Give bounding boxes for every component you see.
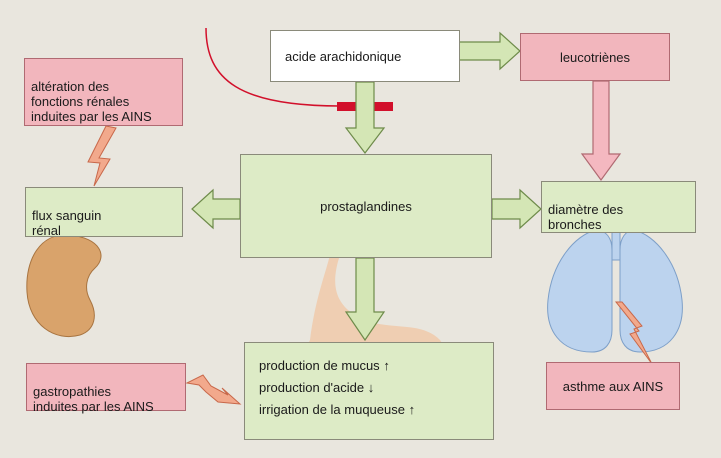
node-label: asthme aux AINS <box>562 378 664 394</box>
node-diametre-bronches: diamètre des bronches <box>541 181 696 233</box>
effect-label: production d'acide <box>259 380 365 395</box>
node-label: altération des fonctions rénales induite… <box>31 79 152 124</box>
node-prostaglandines: prostaglandines <box>240 154 492 258</box>
lightning-icon <box>185 374 242 405</box>
effect-item: production de mucus ↑ <box>259 355 479 377</box>
arrow-acid-to-leuco <box>457 31 521 71</box>
node-label: flux sanguin rénal <box>32 208 102 238</box>
node-label: gastropathies induites par les AINS <box>33 384 154 414</box>
effect-label: irrigation de la muqueuse <box>259 402 405 417</box>
arrow-acid-to-prosta <box>344 81 386 154</box>
node-acide-arachidonique: acide arachidonique <box>270 30 460 82</box>
node-effets-gastriques: production de mucus ↑ production d'acide… <box>244 342 494 440</box>
arrow-prosta-to-bronches <box>491 188 542 230</box>
node-label: diamètre des bronches <box>548 202 624 232</box>
effect-item: irrigation de la muqueuse ↑ <box>259 399 479 421</box>
node-asthme: asthme aux AINS <box>546 362 680 410</box>
arrow-up-icon: ↑ <box>408 402 416 417</box>
node-alteration-renale: altération des fonctions rénales induite… <box>24 58 183 126</box>
arrow-down-icon: ↓ <box>367 380 375 395</box>
arrow-prosta-to-effects <box>344 257 386 342</box>
arrow-leuco-to-bronches <box>580 80 622 182</box>
lightning-icon <box>87 125 117 187</box>
node-label: leucotriènes <box>559 49 631 65</box>
node-flux-sanguin: flux sanguin rénal <box>25 187 183 238</box>
arrow-up-icon: ↑ <box>383 358 390 373</box>
node-label: prostaglandines <box>320 198 412 214</box>
arrow-prosta-to-flux <box>191 188 241 230</box>
kidney-icon <box>26 234 102 337</box>
node-gastropathies: gastropathies induites par les AINS <box>26 363 186 414</box>
effect-item: production d'acide ↓ <box>259 377 479 399</box>
lightning-icon <box>614 301 653 365</box>
node-leucotrienes: leucotriènes <box>520 33 670 81</box>
node-label: acide arachidonique <box>285 48 402 64</box>
effect-label: production de mucus <box>259 358 380 373</box>
